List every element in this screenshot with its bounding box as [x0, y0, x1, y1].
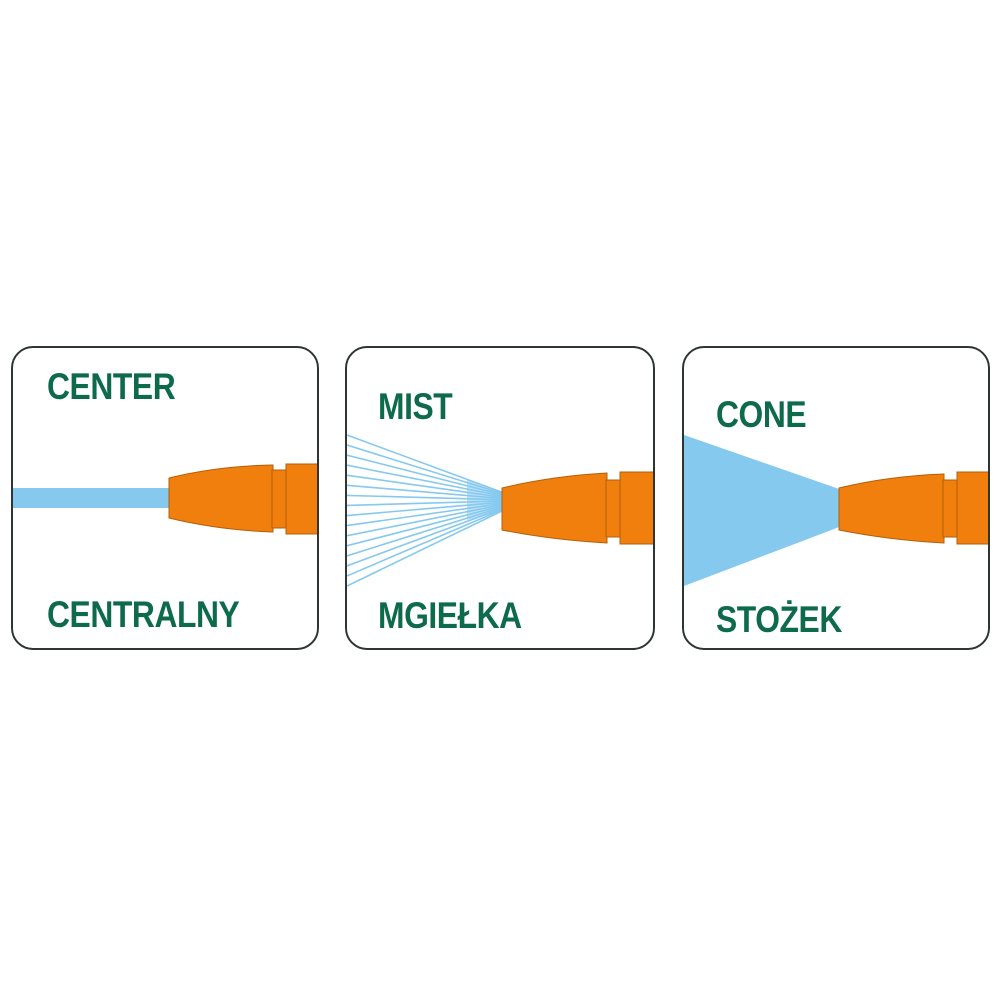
mode-subtitle: CENTRALNY	[47, 594, 240, 635]
spray-mode-center: CENTER CENTRALNY	[11, 346, 319, 650]
mist-spray-icon	[347, 434, 505, 587]
mist-line	[347, 508, 505, 577]
mode-subtitle: STOŻEK	[716, 599, 842, 640]
mode-title: CENTER	[47, 366, 176, 407]
nozzle-icon	[168, 463, 317, 535]
cone-illustration	[684, 435, 988, 586]
mist-illustration	[347, 434, 653, 587]
spray-mode-mist: MIST MGIEŁKA	[345, 346, 655, 650]
mist-line	[347, 506, 505, 567]
mode-title: CONE	[716, 394, 807, 435]
mist-line	[347, 434, 505, 494]
mode-title: MIST	[378, 386, 453, 427]
center-illustration	[13, 463, 317, 535]
straight-stream-icon	[13, 488, 171, 508]
mist-core	[467, 480, 504, 520]
spray-mode-cone: CONE STOŻEK	[682, 346, 990, 650]
mode-subtitle: MGIEŁKA	[378, 595, 522, 636]
cone-spray-icon	[684, 435, 842, 586]
mist-line	[347, 509, 505, 587]
nozzle-icon	[501, 471, 653, 545]
nozzle-icon	[838, 471, 988, 545]
